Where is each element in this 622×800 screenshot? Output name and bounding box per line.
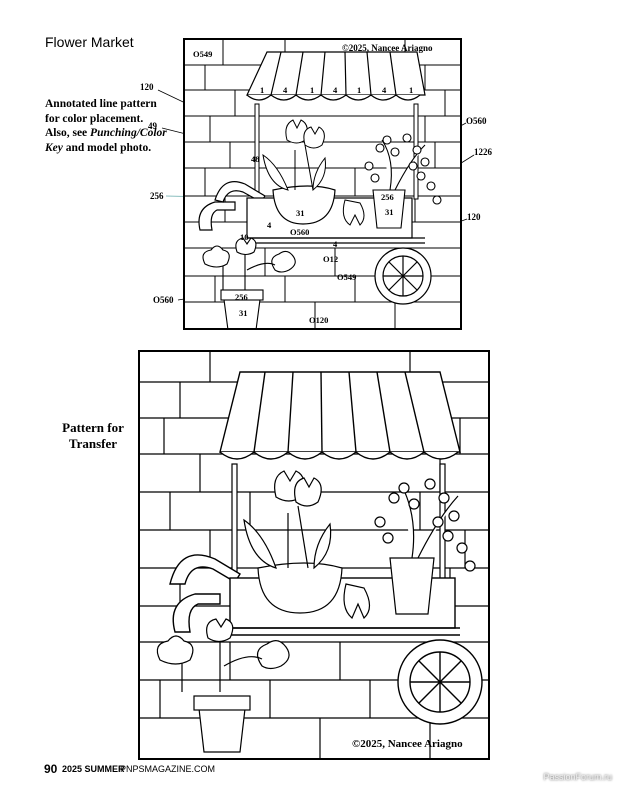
transfer-copyright: ©2025, Nancee Ariagno bbox=[352, 738, 463, 750]
label-wall-o549: O549 bbox=[337, 272, 356, 282]
label-awning-7: 1 bbox=[409, 85, 413, 95]
annotation-key: Punching/Color Key bbox=[45, 127, 167, 154]
annotation-intro: Annotated line pattern for color placeme… bbox=[45, 98, 157, 125]
label-bud-10: 10 bbox=[240, 232, 249, 242]
callout-o560-left: O560 bbox=[153, 295, 174, 305]
label-cart-4: 4 bbox=[267, 220, 272, 230]
annotation-also: Also, see bbox=[45, 127, 88, 139]
issue-label: 2025 SUMMER bbox=[62, 764, 125, 774]
callout-49: 49 bbox=[148, 121, 157, 131]
label-awning-1: 1 bbox=[260, 85, 264, 95]
annotation-end: and model photo. bbox=[65, 141, 152, 154]
label-shelf-4: 4 bbox=[333, 239, 338, 249]
callout-o560-right: O560 bbox=[466, 116, 487, 126]
page-title: Flower Market bbox=[45, 34, 134, 50]
label-cart-o560: O560 bbox=[290, 227, 309, 237]
transfer-label-line2: Transfer bbox=[68, 436, 118, 451]
callout-120-right: 120 bbox=[467, 212, 481, 222]
label-pot-right-31: 31 bbox=[385, 207, 394, 217]
label-pot-bottom-256: 256 bbox=[235, 292, 248, 302]
label-pot-right-256: 256 bbox=[381, 192, 394, 202]
callout-256-left: 256 bbox=[150, 191, 164, 201]
callout-120-left: 120 bbox=[140, 82, 154, 92]
label-bg-top: O549 bbox=[193, 49, 212, 59]
label-awning-4: 4 bbox=[333, 85, 338, 95]
annotated-copyright: ©2025, Nancee Ariagno bbox=[342, 43, 433, 53]
annotation-note: Annotated line pattern for color placeme… bbox=[45, 97, 170, 155]
watermark: PassionForum.ru bbox=[543, 772, 612, 782]
label-flower-48: 48 bbox=[251, 154, 260, 164]
label-bowl-31: 31 bbox=[296, 208, 305, 218]
label-awning-5: 1 bbox=[357, 85, 361, 95]
label-awning-2: 4 bbox=[283, 85, 288, 95]
label-flower-o12: O12 bbox=[323, 254, 338, 264]
callout-1226: 1226 bbox=[474, 147, 492, 157]
transfer-label: Pattern for Transfer bbox=[52, 420, 134, 452]
site-link[interactable]: PNPSMAGAZINE.COM bbox=[120, 764, 216, 774]
transfer-pattern bbox=[138, 350, 490, 760]
label-pot-bottom-31: 31 bbox=[239, 308, 248, 318]
label-awning-6: 4 bbox=[382, 85, 387, 95]
label-awning-3: 1 bbox=[310, 85, 314, 95]
annotated-pattern: O549 1 4 1 4 1 4 1 48 31 4 O560 256 31 4… bbox=[183, 38, 462, 330]
transfer-label-line1: Pattern for bbox=[62, 420, 124, 435]
page-number: 90 bbox=[44, 762, 58, 776]
label-bg-bottom: O120 bbox=[309, 315, 328, 325]
